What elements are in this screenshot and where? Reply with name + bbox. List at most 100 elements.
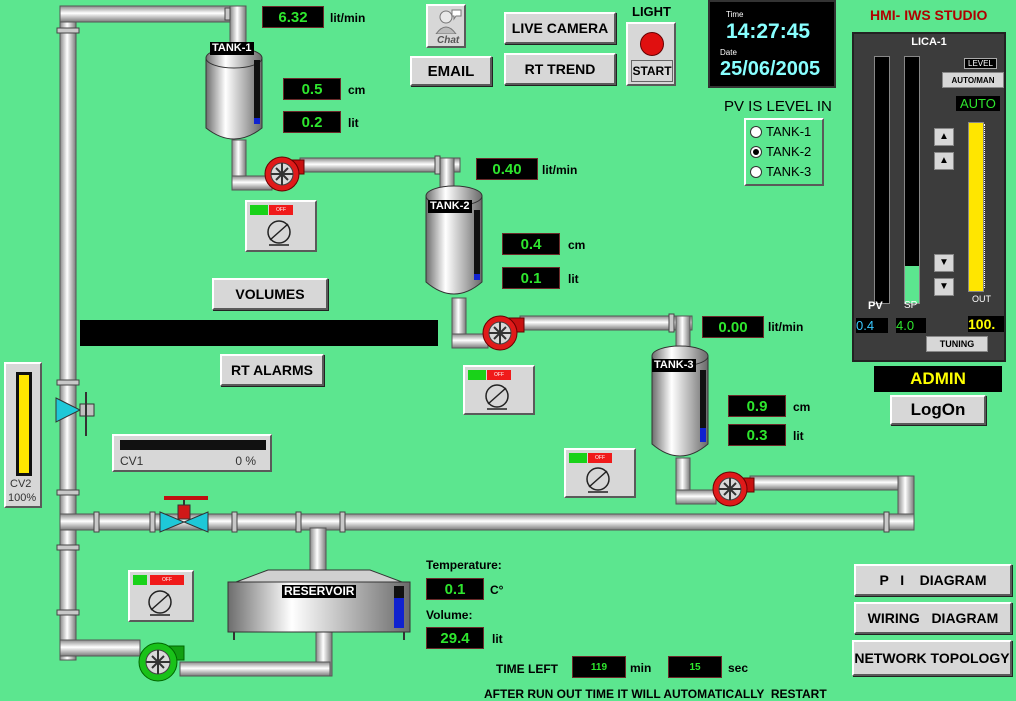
cv1-bar-track	[120, 440, 266, 450]
pump-reservoir	[138, 642, 185, 682]
pump-2	[482, 315, 525, 351]
auto-man-button[interactable]: AUTO/MAN	[942, 72, 1004, 88]
tank-1-level-unit: cm	[348, 83, 366, 97]
pump-1	[264, 156, 305, 192]
tank-2-volume-unit: lit	[568, 272, 579, 286]
email-button[interactable]: EMAIL	[410, 56, 492, 86]
out-bar-fill	[969, 123, 983, 291]
cv1-gauge: CV1 0 %	[112, 434, 272, 472]
tank-2-level-unit: cm	[568, 238, 586, 252]
out-label: OUT	[972, 294, 991, 304]
pv-bar-track	[874, 56, 890, 304]
pump-symbol-icon	[267, 220, 291, 246]
sp-bar-track	[904, 56, 920, 304]
pump-symbol-icon	[148, 590, 172, 616]
alarm-banner	[80, 320, 438, 346]
down-arrow-button[interactable]: ▼	[934, 254, 954, 272]
sp-label: SP	[904, 300, 918, 311]
valve-main	[159, 496, 209, 533]
sp-value: 4.0	[896, 318, 926, 333]
admin-label: ADMIN	[874, 366, 1002, 392]
tank-1-label: TANK-1	[210, 42, 254, 55]
flow-1-unit: lit/min	[330, 11, 366, 25]
pv-selector: TANK-1 TANK-2 TANK-3	[744, 118, 824, 186]
tank-1-level-value: 0.5	[283, 78, 341, 100]
light-indicator	[640, 32, 664, 56]
chat-label: Chat	[437, 35, 460, 46]
clock-time: 14:27:45	[726, 20, 811, 43]
volumes-button[interactable]: VOLUMES	[212, 278, 328, 310]
lica-faceplate: LICA-1 LEVEL AUTO/MAN AUTO ▲ ▲ ▼ ▼ PV SP…	[852, 32, 1006, 362]
tank-2-volume-value: 0.1	[502, 267, 560, 289]
pv-selector-title: PV IS LEVEL IN	[724, 98, 832, 115]
flow-2-value: 0.40	[476, 158, 538, 180]
tank-1-vessel	[205, 47, 263, 140]
studio-title: HMI- IWS STUDIO	[870, 7, 988, 23]
lica-mode: AUTO	[956, 96, 1000, 111]
volume-unit: lit	[492, 632, 503, 646]
tank-3-volume-unit: lit	[793, 429, 804, 443]
tuning-button[interactable]: TUNING	[926, 336, 988, 352]
chat-button[interactable]: Chat	[426, 4, 466, 48]
tank-3-volume-value: 0.3	[728, 424, 786, 446]
lica-title: LICA-1	[911, 36, 947, 48]
date-caption: Date	[720, 48, 737, 57]
pump-2-switch[interactable]: OFF	[463, 365, 535, 415]
radio-tank-2[interactable]: TANK-2	[750, 144, 811, 159]
tank-3-label: TANK-3	[652, 359, 696, 372]
tank-1-volume-unit: lit	[348, 116, 359, 130]
light-panel: START	[626, 22, 676, 86]
pv-label: PV	[868, 300, 883, 312]
flow-3-unit: lit/min	[768, 320, 804, 334]
radio-tank-1[interactable]: TANK-1	[750, 124, 811, 139]
up-arrow-button[interactable]: ▲	[934, 128, 954, 146]
pump-reservoir-switch[interactable]: OFF	[128, 570, 194, 622]
tank-3-level-unit: cm	[793, 400, 811, 414]
logon-button[interactable]: LogOn	[890, 395, 986, 425]
pi-diagram-button[interactable]: P I DIAGRAM	[854, 564, 1012, 596]
wiring-diagram-button[interactable]: WIRING DIAGRAM	[854, 602, 1012, 634]
cv1-label: CV1	[120, 454, 144, 468]
up-fast-arrow-button[interactable]: ▲	[934, 152, 954, 170]
flow-3-value: 0.00	[702, 316, 764, 338]
light-label: LIGHT	[632, 4, 671, 19]
tank-1-volume-value: 0.2	[283, 111, 341, 133]
sp-bar-fill	[905, 266, 919, 303]
flow-2-unit: lit/min	[542, 163, 578, 177]
pv-value: 0.4	[856, 318, 888, 333]
radio-tank-3[interactable]: TANK-3	[750, 164, 811, 179]
timer-seconds-unit: sec	[728, 661, 749, 675]
out-bar-track	[968, 122, 984, 292]
timer-minutes-unit: min	[630, 661, 652, 675]
volume-value: 29.4	[426, 627, 484, 649]
cv2-value: 100%	[8, 492, 37, 504]
cv2-gauge: CV2 100%	[4, 362, 42, 508]
restart-note: AFTER RUN OUT TIME IT WILL AUTOMATICALLY…	[484, 687, 827, 701]
tank-2-label: TANK-2	[428, 200, 472, 213]
pump-1-switch[interactable]: OFF	[245, 200, 317, 252]
live-camera-button[interactable]: LIVE CAMERA	[504, 12, 616, 44]
pump-3-switch[interactable]: OFF	[564, 448, 636, 498]
time-caption: Time	[726, 10, 744, 19]
temperature-label: Temperature:	[426, 558, 502, 572]
volume-label: Volume:	[426, 608, 473, 622]
clock-date: 25/06/2005	[720, 58, 821, 80]
pump-symbol-icon	[586, 467, 610, 493]
start-button[interactable]: START	[631, 60, 673, 82]
down-fast-arrow-button[interactable]: ▼	[934, 278, 954, 296]
cv2-bar-track	[16, 372, 32, 476]
cv1-value: 0 %	[235, 454, 256, 468]
timer-seconds: 15	[668, 656, 722, 678]
rt-alarms-button[interactable]: RT ALARMS	[220, 354, 324, 386]
tank-2-level-value: 0.4	[502, 233, 560, 255]
time-left-label: TIME LEFT	[496, 662, 558, 676]
out-scale	[984, 124, 989, 288]
rt-trend-button[interactable]: RT TREND	[504, 53, 616, 85]
valve-cv2	[55, 392, 95, 436]
network-topology-button[interactable]: NETWORK TOPOLOGY	[852, 640, 1012, 676]
cv2-bar-fill	[19, 375, 29, 473]
reservoir-label: RESERVOIR	[282, 584, 357, 598]
temperature-unit: C°	[490, 583, 504, 597]
lica-level-tag: LEVEL	[964, 58, 997, 69]
